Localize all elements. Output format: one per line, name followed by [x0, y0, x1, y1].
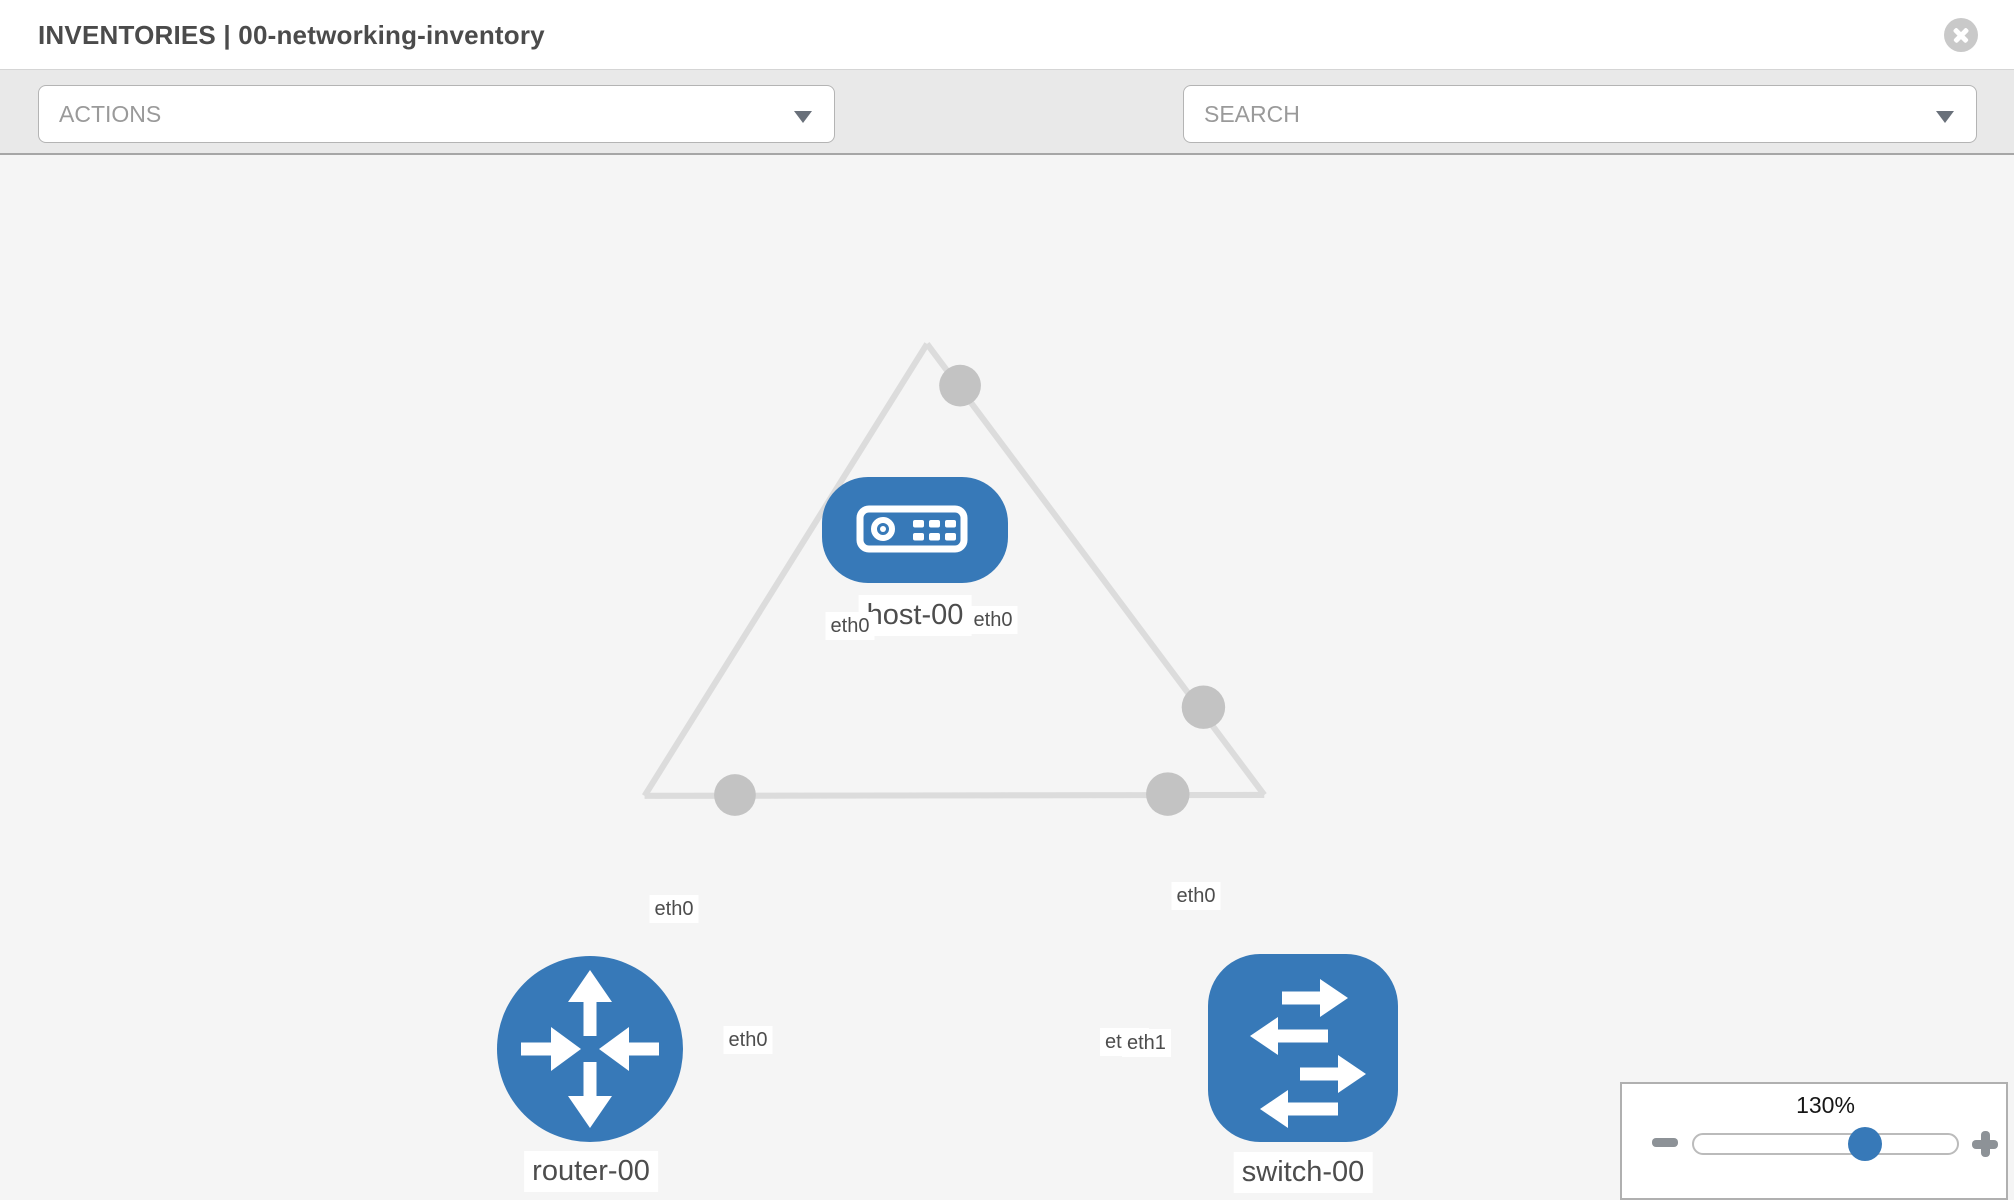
- iface-label-switch-left-over: eth1: [1122, 1029, 1171, 1057]
- node-host-00[interactable]: [822, 477, 1008, 583]
- node-label-host: host-00: [858, 595, 972, 636]
- node-label-switch: switch-00: [1233, 1152, 1373, 1193]
- iface-label-host-right: eth0: [968, 606, 1018, 634]
- iface-label-router-host-mid: eth0: [649, 895, 699, 923]
- chevron-down-icon: [1936, 111, 1954, 123]
- node-router-00[interactable]: [497, 956, 683, 1142]
- actions-dropdown[interactable]: ACTIONS: [38, 85, 835, 143]
- close-button[interactable]: [1944, 18, 1978, 52]
- node-switch-00[interactable]: [1208, 954, 1398, 1142]
- actions-dropdown-label: ACTIONS: [59, 101, 162, 127]
- chevron-down-icon: [794, 111, 812, 123]
- interface-connector: [939, 364, 981, 407]
- interface-connector: [714, 774, 756, 816]
- host-icon: [856, 505, 968, 553]
- zoom-slider-track[interactable]: [1692, 1133, 1959, 1155]
- switch-icon: [1250, 979, 1366, 1128]
- header: INVENTORIES | 00-networking-inventory: [0, 0, 2014, 70]
- zoom-panel: 130%: [1620, 1082, 2008, 1200]
- iface-label-host-left: eth0: [825, 612, 875, 640]
- topology-links-layer: [641, 342, 1267, 816]
- router-icon: [521, 970, 659, 1128]
- iface-label-router-right: eth0: [723, 1026, 773, 1054]
- node-label-router: router-00: [524, 1151, 658, 1192]
- zoom-slider-thumb[interactable]: [1848, 1127, 1882, 1161]
- interface-connector: [1146, 772, 1190, 816]
- interface-connector: [1181, 685, 1226, 729]
- topology-canvas[interactable]: host-00 router-00 switch-00 eth0 eth0 et…: [0, 157, 2014, 1200]
- search-placeholder: SEARCH: [1204, 101, 1300, 127]
- zoom-out-button[interactable]: [1652, 1138, 1678, 1147]
- toolbar: ACTIONS SEARCH: [0, 70, 2014, 211]
- iface-label-switch-top: eth0: [1171, 882, 1221, 910]
- link-host-router: [641, 342, 930, 798]
- plus-icon: [1981, 1131, 1990, 1157]
- zoom-in-button[interactable]: [1972, 1131, 1998, 1157]
- search-dropdown[interactable]: SEARCH: [1183, 85, 1977, 143]
- page-title: INVENTORIES | 00-networking-inventory: [38, 20, 545, 50]
- zoom-level-label: 130%: [1796, 1092, 1855, 1118]
